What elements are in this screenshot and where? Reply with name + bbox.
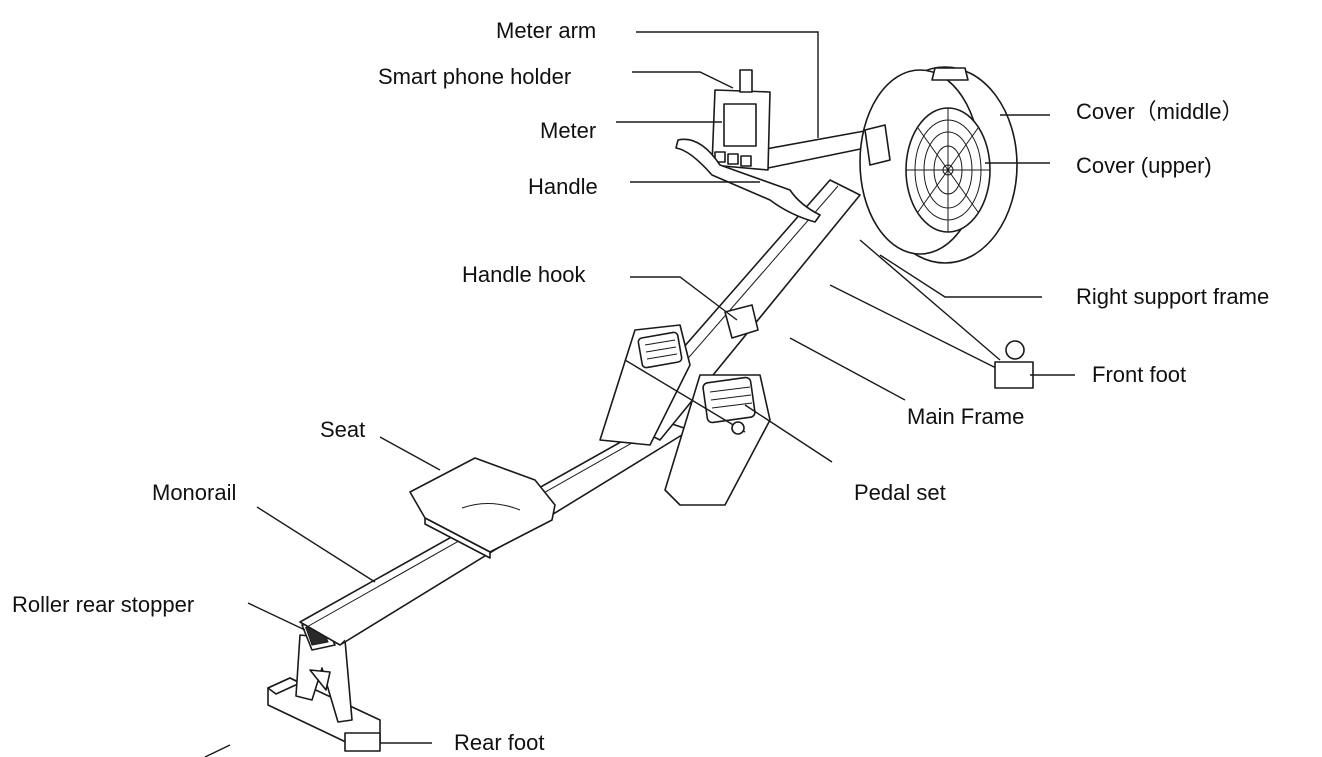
- pedal-set-label: Pedal set: [854, 480, 946, 505]
- rear-foot-label: Rear foot: [454, 730, 545, 755]
- right-support-frame-part: [829, 239, 1034, 389]
- pedal-set-part: [599, 324, 771, 506]
- handle-part: [675, 138, 821, 223]
- fan-cover-part: [859, 66, 1018, 264]
- smart-phone-holder-label: Smart phone holder: [378, 64, 572, 89]
- right-support-frame-label: Right support frame: [1076, 284, 1270, 309]
- seat-label: Seat: [320, 417, 366, 442]
- front-foot-label: Front foot: [1092, 362, 1187, 387]
- rear-foot-part: [267, 677, 381, 752]
- meter-part: [711, 69, 771, 171]
- seat-part: [409, 457, 556, 559]
- handle-label: Handle: [528, 174, 598, 199]
- rear-support-frame-part: [295, 621, 353, 723]
- meter-arm-label: Meter arm: [496, 18, 597, 43]
- leader-lines: [247, 31, 1075, 744]
- cover-middle-label: Cover（middle）: [1076, 99, 1244, 124]
- handle-hook-label: Handle hook: [462, 262, 586, 287]
- cover-upper-label: Cover (upper): [1076, 153, 1212, 178]
- monorail-label: Monorail: [152, 480, 237, 505]
- main-frame-label: Main Frame: [907, 404, 1025, 429]
- meter-label: Meter: [540, 118, 597, 143]
- roller-rear-stopper-label: Roller rear stopper: [12, 592, 195, 617]
